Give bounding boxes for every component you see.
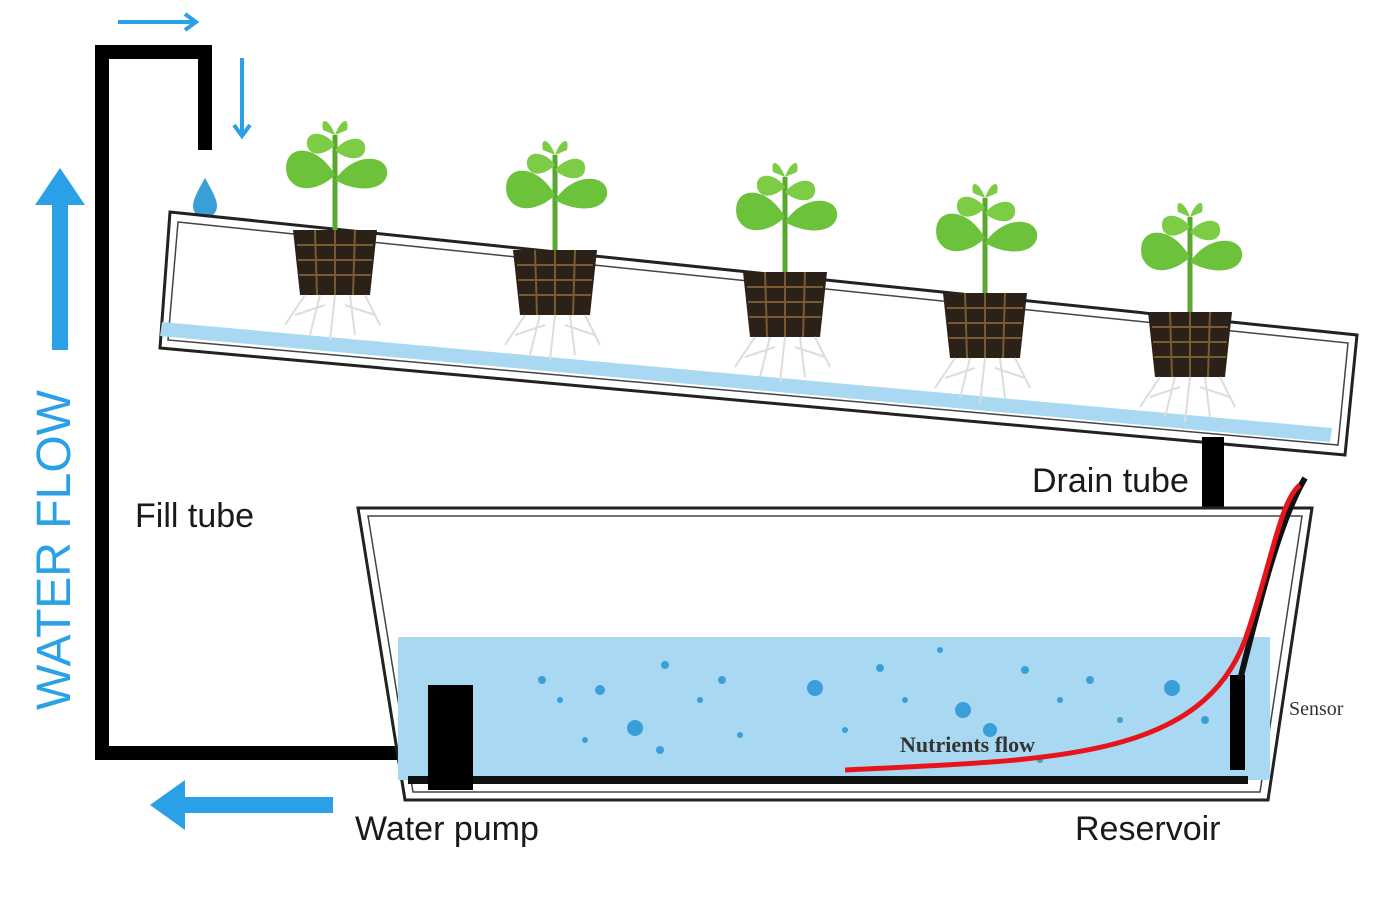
nutrients-flow-line (844, 483, 1302, 773)
bubble (557, 697, 563, 703)
water-pump-label: Water pump (355, 810, 539, 848)
bubble (697, 697, 703, 703)
flow-arrow-down-icon (232, 58, 252, 140)
bubble (876, 664, 884, 672)
bubble (595, 685, 605, 695)
fill-tube (95, 45, 430, 760)
sensor (1230, 675, 1245, 770)
fill-tube-label: Fill tube (135, 497, 254, 535)
bubble (737, 732, 743, 738)
flow-arrow-up-icon (35, 168, 85, 350)
bubble (1164, 680, 1180, 696)
bubble (627, 720, 643, 736)
flow-arrow-right-icon (118, 12, 200, 32)
bubble (538, 676, 546, 684)
bubble (661, 661, 669, 669)
bubble (718, 676, 726, 684)
bubble (955, 702, 971, 718)
bubble (656, 746, 664, 754)
bubble (807, 680, 823, 696)
sensor-wire (1237, 476, 1308, 681)
water-drop-icon (193, 178, 217, 218)
bubble (902, 697, 908, 703)
sensor-label: Sensor (1289, 698, 1344, 720)
water-flow-label: WATER FLOW (28, 389, 81, 710)
reservoir-water (398, 637, 1270, 780)
bubble (582, 737, 588, 743)
drain-tube (1202, 437, 1224, 527)
bubble (983, 723, 997, 737)
bubble (1201, 716, 1209, 724)
drain-tube-label: Drain tube (1032, 462, 1189, 500)
nutrients-flow-label: Nutrients flow (900, 732, 1035, 757)
reservoir (356, 506, 1314, 802)
bubble (842, 727, 848, 733)
flow-arrow-left-icon (150, 780, 333, 830)
bubble (1086, 676, 1094, 684)
reservoir-label: Reservoir (1075, 810, 1220, 848)
bubble (1057, 697, 1063, 703)
bubbles (538, 647, 1209, 763)
bubble (937, 647, 943, 653)
water-pump (428, 685, 473, 790)
bubble (1117, 717, 1123, 723)
bubble (1021, 666, 1029, 674)
channel-water (160, 322, 1332, 442)
